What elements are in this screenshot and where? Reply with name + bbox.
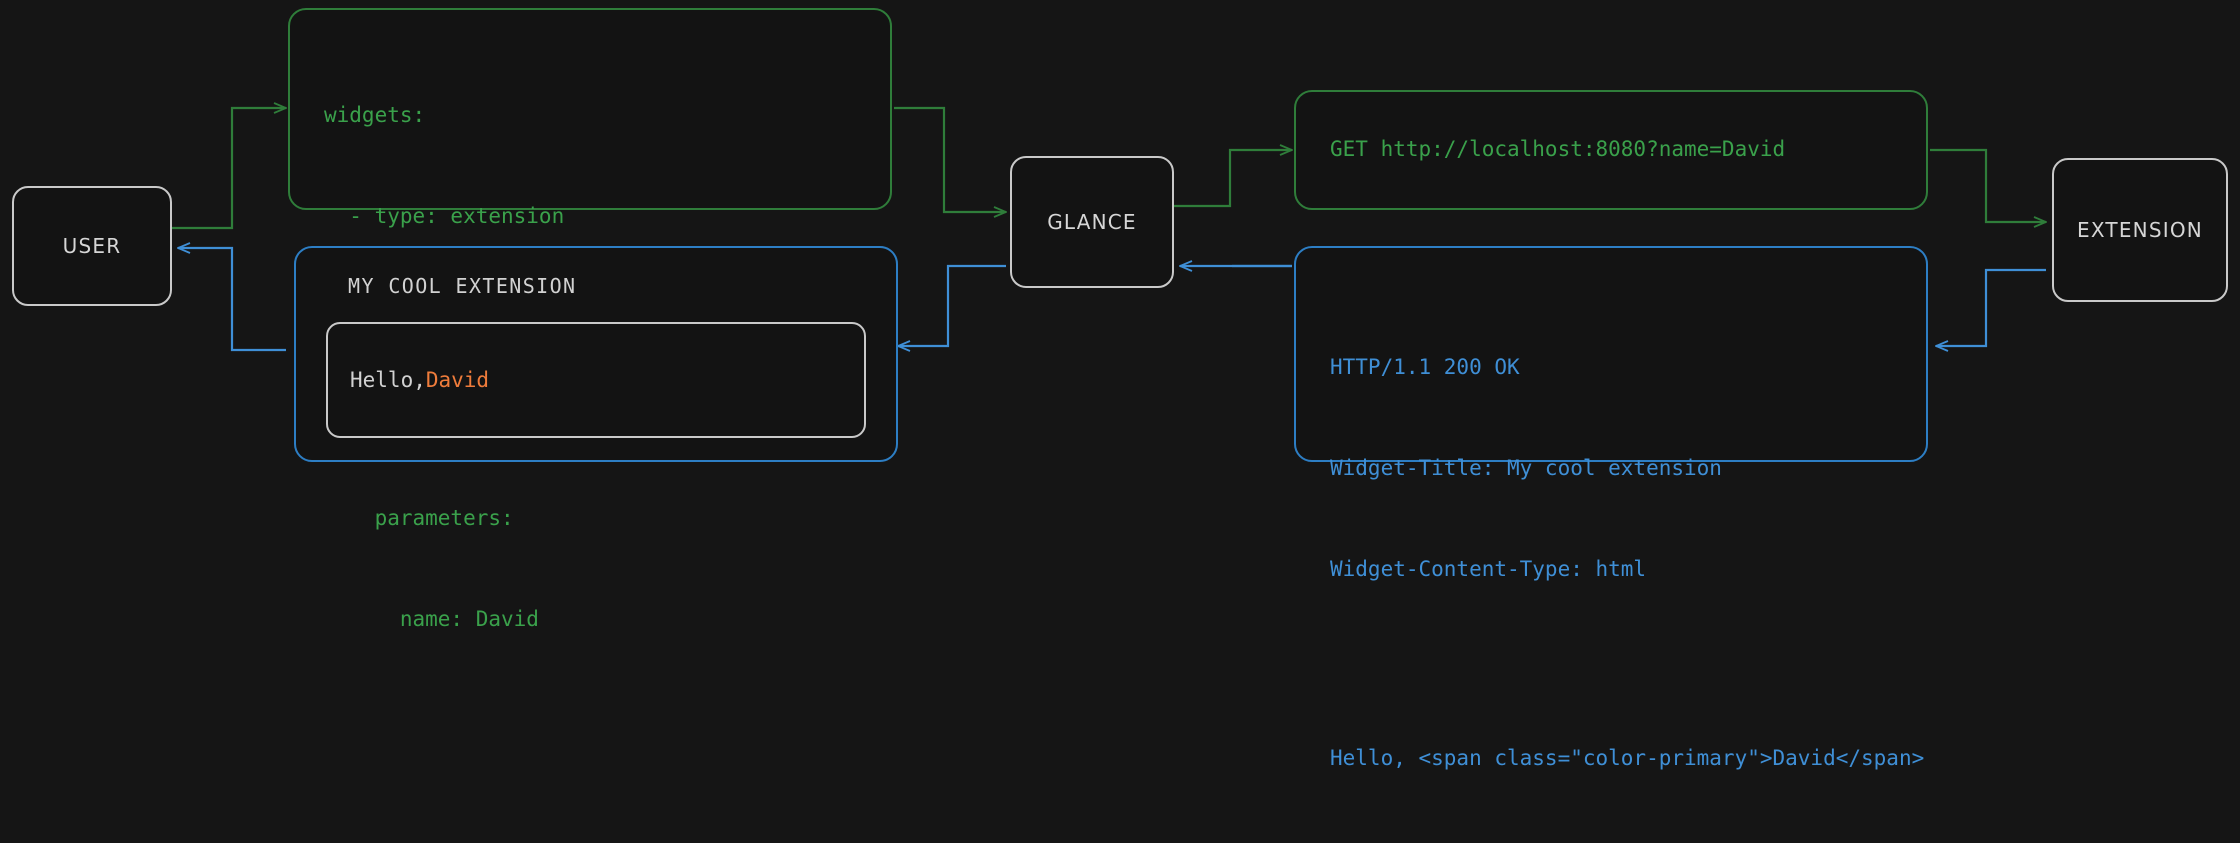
arrow-user-to-config (172, 108, 286, 230)
response-line: Widget-Content-Type: html (1330, 556, 1647, 581)
widget-greeting-text: Hello, (350, 368, 426, 392)
arrow-extension-to-response (1936, 268, 2046, 346)
http-response-block: HTTP/1.1 200 OK Widget-Title: My cool ex… (1294, 246, 1928, 770)
response-line: HTTP/1.1 200 OK (1330, 355, 1520, 380)
response-line: Hello, <span class="color-primary">David… (1330, 745, 1925, 770)
arrow-config-to-glance (894, 106, 1006, 212)
response-blank-line (1330, 654, 1892, 675)
diagram-canvas: USER GLANCE EXTENSION widgets: - type: e… (12, 8, 2228, 770)
node-extension[interactable]: EXTENSION (2052, 158, 2228, 302)
node-user[interactable]: USER (12, 186, 172, 306)
config-line: widgets: (324, 103, 426, 128)
request-line: GET http://localhost:8080?name=David (1330, 137, 1786, 162)
config-line: - type: extension (324, 203, 565, 228)
response-line: Widget-Title: My cool extension (1330, 455, 1722, 480)
arrow-widget-to-user (178, 248, 286, 352)
node-user-label: USER (62, 234, 122, 258)
widget-preview-title: MY COOL EXTENSION (348, 274, 577, 298)
config-line: parameters: (324, 506, 514, 531)
http-request-block: GET http://localhost:8080?name=David (1294, 90, 1928, 210)
node-extension-label: EXTENSION (2077, 218, 2203, 242)
config-line: name: David (324, 607, 539, 632)
widget-name-value: David (425, 368, 490, 392)
widget-preview-card: MY COOL EXTENSION Hello, David (294, 246, 898, 462)
arrow-request-to-extension (1930, 148, 2046, 222)
arrow-glance-to-widget (898, 264, 1006, 346)
widget-preview-body: Hello, David (326, 322, 866, 438)
config-yaml-block: widgets: - type: extension url: http://l… (288, 8, 892, 631)
node-glance[interactable]: GLANCE (1010, 156, 1174, 288)
arrow-glance-to-request (1174, 150, 1292, 208)
node-glance-label: GLANCE (1047, 210, 1137, 234)
